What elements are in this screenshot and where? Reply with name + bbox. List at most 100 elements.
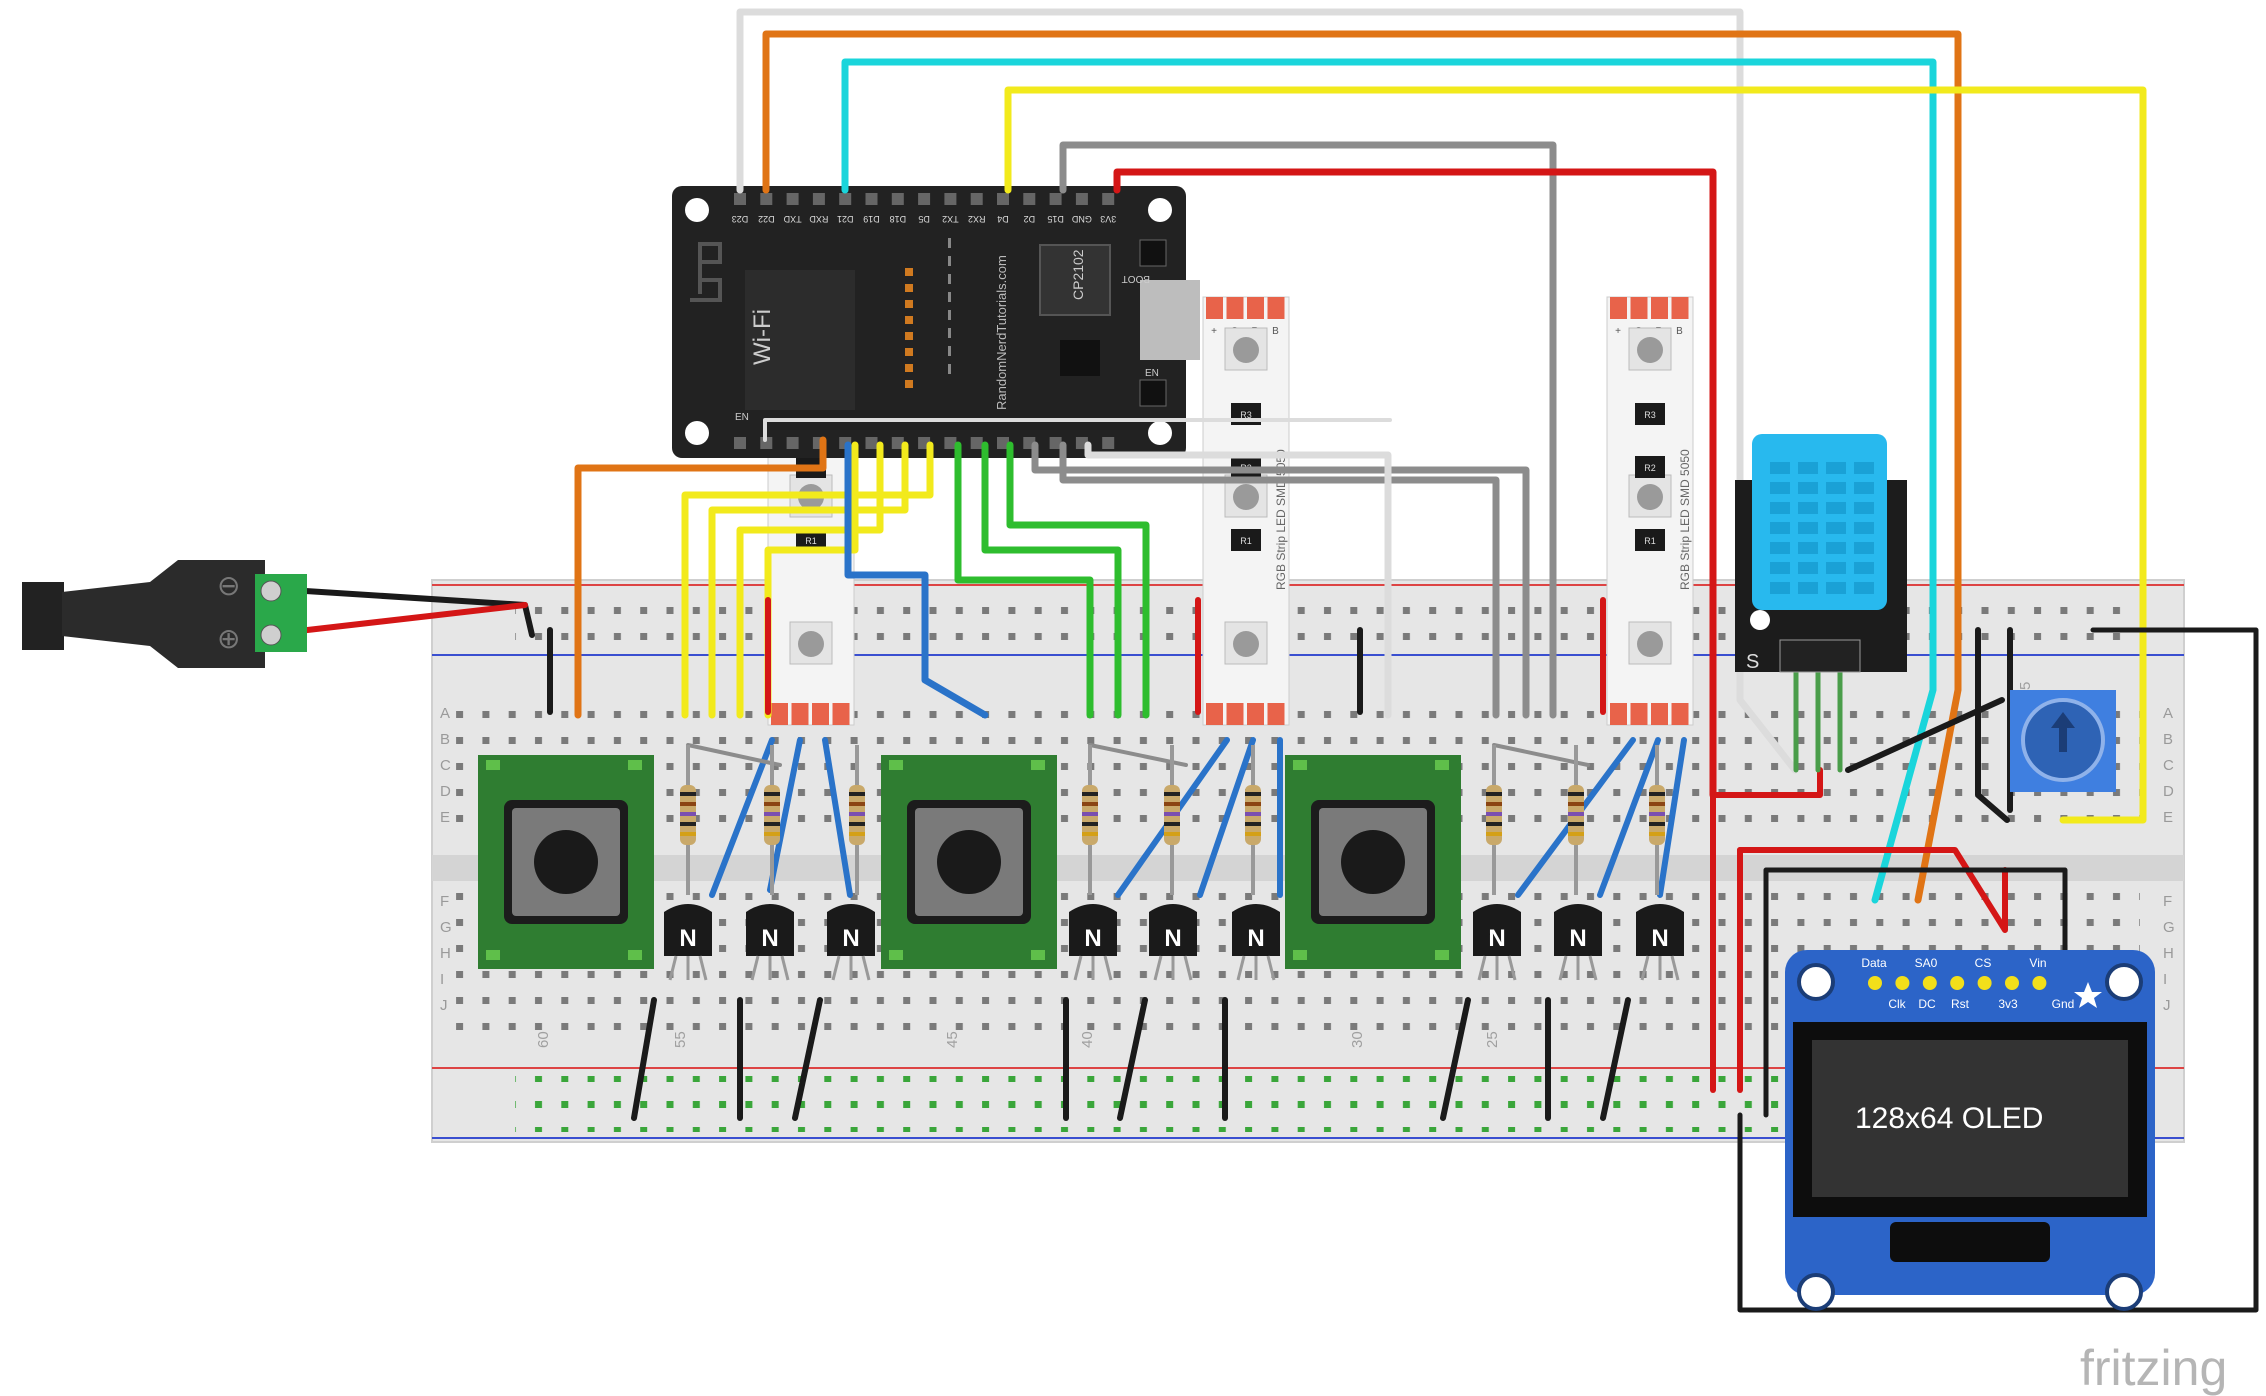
esp32-pin-label: D23 xyxy=(732,214,749,224)
push-button-3[interactable] xyxy=(1285,755,1461,969)
esp32-bottom-pin[interactable] xyxy=(734,437,746,449)
boot-button[interactable] xyxy=(1139,239,1167,267)
column-numbers: 60 55 45 40 30 25 5 xyxy=(535,682,2034,1048)
oled-pin[interactable] xyxy=(1977,976,1992,990)
esp32-pin-label: TX2 xyxy=(942,214,959,224)
oled-pin[interactable] xyxy=(2005,976,2019,990)
oled-pin[interactable] xyxy=(1950,976,1965,990)
esp32-pin-d4[interactable] xyxy=(997,193,1009,205)
wire[interactable] xyxy=(844,441,989,719)
strip-pad-bottom xyxy=(791,703,809,725)
oled-pin[interactable] xyxy=(1922,976,1937,990)
wire[interactable] xyxy=(1006,441,1150,719)
wire[interactable] xyxy=(1031,441,1530,719)
column-number-30: 30 xyxy=(1349,1031,1366,1048)
wire[interactable] xyxy=(708,441,909,719)
wire[interactable] xyxy=(981,441,1122,719)
wire[interactable] xyxy=(1737,847,2008,933)
oled-hole-tr xyxy=(2105,963,2143,1001)
wire[interactable] xyxy=(1975,627,2010,823)
wire[interactable] xyxy=(1059,141,1557,719)
button-cap[interactable] xyxy=(1341,830,1405,894)
wire[interactable] xyxy=(1737,627,2259,1313)
esp32-pin-d21[interactable] xyxy=(839,193,852,205)
esp32-bottom-pin[interactable] xyxy=(1102,437,1115,449)
esp32-pin-txd[interactable] xyxy=(786,193,799,205)
en-button[interactable] xyxy=(1139,379,1167,407)
transistor-label: N xyxy=(1651,925,1668,952)
wire[interactable] xyxy=(1710,767,1823,798)
esp32-pin-d22[interactable] xyxy=(760,193,773,205)
esp32-bottom-pin[interactable] xyxy=(865,437,878,449)
esp32-pin-d2[interactable] xyxy=(1023,193,1036,205)
esp32-pin-gnd[interactable] xyxy=(1075,193,1088,205)
wire[interactable] xyxy=(631,997,657,1121)
wire[interactable] xyxy=(736,441,884,719)
row-letter-e-right: E xyxy=(2163,809,2173,826)
esp32-bottom-pin[interactable] xyxy=(944,437,957,449)
wire[interactable] xyxy=(763,418,1392,442)
dht-vent xyxy=(1826,522,1846,534)
wire[interactable] xyxy=(1440,997,1471,1121)
push-button-1[interactable] xyxy=(478,755,654,969)
strip-pad-top xyxy=(1651,297,1668,319)
resistor xyxy=(680,745,696,895)
wire[interactable] xyxy=(574,436,827,719)
strip-pad-bottom xyxy=(1610,703,1627,725)
dht-vent xyxy=(1854,462,1874,474)
wire[interactable] xyxy=(1059,441,1500,719)
wire[interactable] xyxy=(1084,441,1392,719)
esp32-bottom-pin[interactable] xyxy=(997,437,1009,449)
strip-pad-bottom xyxy=(1206,703,1223,725)
oled-pin[interactable] xyxy=(1895,976,1910,990)
esp32-pin-d23[interactable] xyxy=(734,193,746,205)
wire[interactable] xyxy=(762,30,1962,904)
button-pad xyxy=(1293,760,1307,770)
rgb-led-lens xyxy=(798,631,824,657)
wire[interactable] xyxy=(1113,168,1717,799)
wire[interactable] xyxy=(1600,997,1631,1121)
wire[interactable] xyxy=(822,737,853,898)
npn-transistor: N xyxy=(1473,904,1521,981)
wire[interactable] xyxy=(1492,743,1590,767)
wire[interactable] xyxy=(287,602,528,635)
esp32-bottom-pin[interactable] xyxy=(891,437,904,449)
wire[interactable] xyxy=(1763,867,2068,1118)
wire[interactable] xyxy=(709,737,775,898)
dht-s-label: S xyxy=(1746,651,1759,673)
wire[interactable] xyxy=(681,441,934,719)
oled-pin[interactable] xyxy=(1868,976,1882,990)
strip-pad-bottom xyxy=(1630,703,1648,725)
esp32-bottom-pin[interactable] xyxy=(970,437,983,449)
transistor-label: N xyxy=(1164,925,1181,952)
wire[interactable] xyxy=(686,743,782,767)
wire[interactable] xyxy=(841,58,1937,904)
esp32-pin-d18[interactable] xyxy=(891,193,904,205)
push-button-2[interactable] xyxy=(881,755,1057,969)
esp32-bottom-pin[interactable] xyxy=(786,437,799,449)
wire[interactable] xyxy=(1004,86,2147,824)
esp32-pin-tx2[interactable] xyxy=(944,193,957,205)
button-cap[interactable] xyxy=(534,830,598,894)
wire[interactable] xyxy=(767,737,803,893)
esp32-pin-3v3[interactable] xyxy=(1102,193,1115,205)
wire[interactable] xyxy=(1117,997,1148,1121)
esp32-bottom-pin[interactable] xyxy=(1049,437,1062,449)
wire[interactable] xyxy=(1657,737,1687,898)
esp32-pin-rxd[interactable] xyxy=(812,193,825,205)
wire[interactable] xyxy=(736,8,1799,774)
oled-pin[interactable] xyxy=(2032,976,2047,990)
wire[interactable] xyxy=(954,441,1094,719)
esp32-pin-d15[interactable] xyxy=(1049,193,1062,205)
jack-plus-label: ⊕ xyxy=(217,623,240,654)
mount-hole-br xyxy=(1148,421,1172,445)
wire[interactable] xyxy=(1597,737,1661,898)
wire[interactable] xyxy=(1197,737,1256,898)
potentiometer[interactable] xyxy=(2010,690,2116,792)
esp32-pin-d5[interactable] xyxy=(918,193,931,205)
esp32-pin-rx2[interactable] xyxy=(970,193,983,205)
wire[interactable] xyxy=(792,997,823,1121)
dht-vent xyxy=(1798,542,1818,554)
button-cap[interactable] xyxy=(937,830,1001,894)
esp32-pin-d19[interactable] xyxy=(865,193,878,205)
